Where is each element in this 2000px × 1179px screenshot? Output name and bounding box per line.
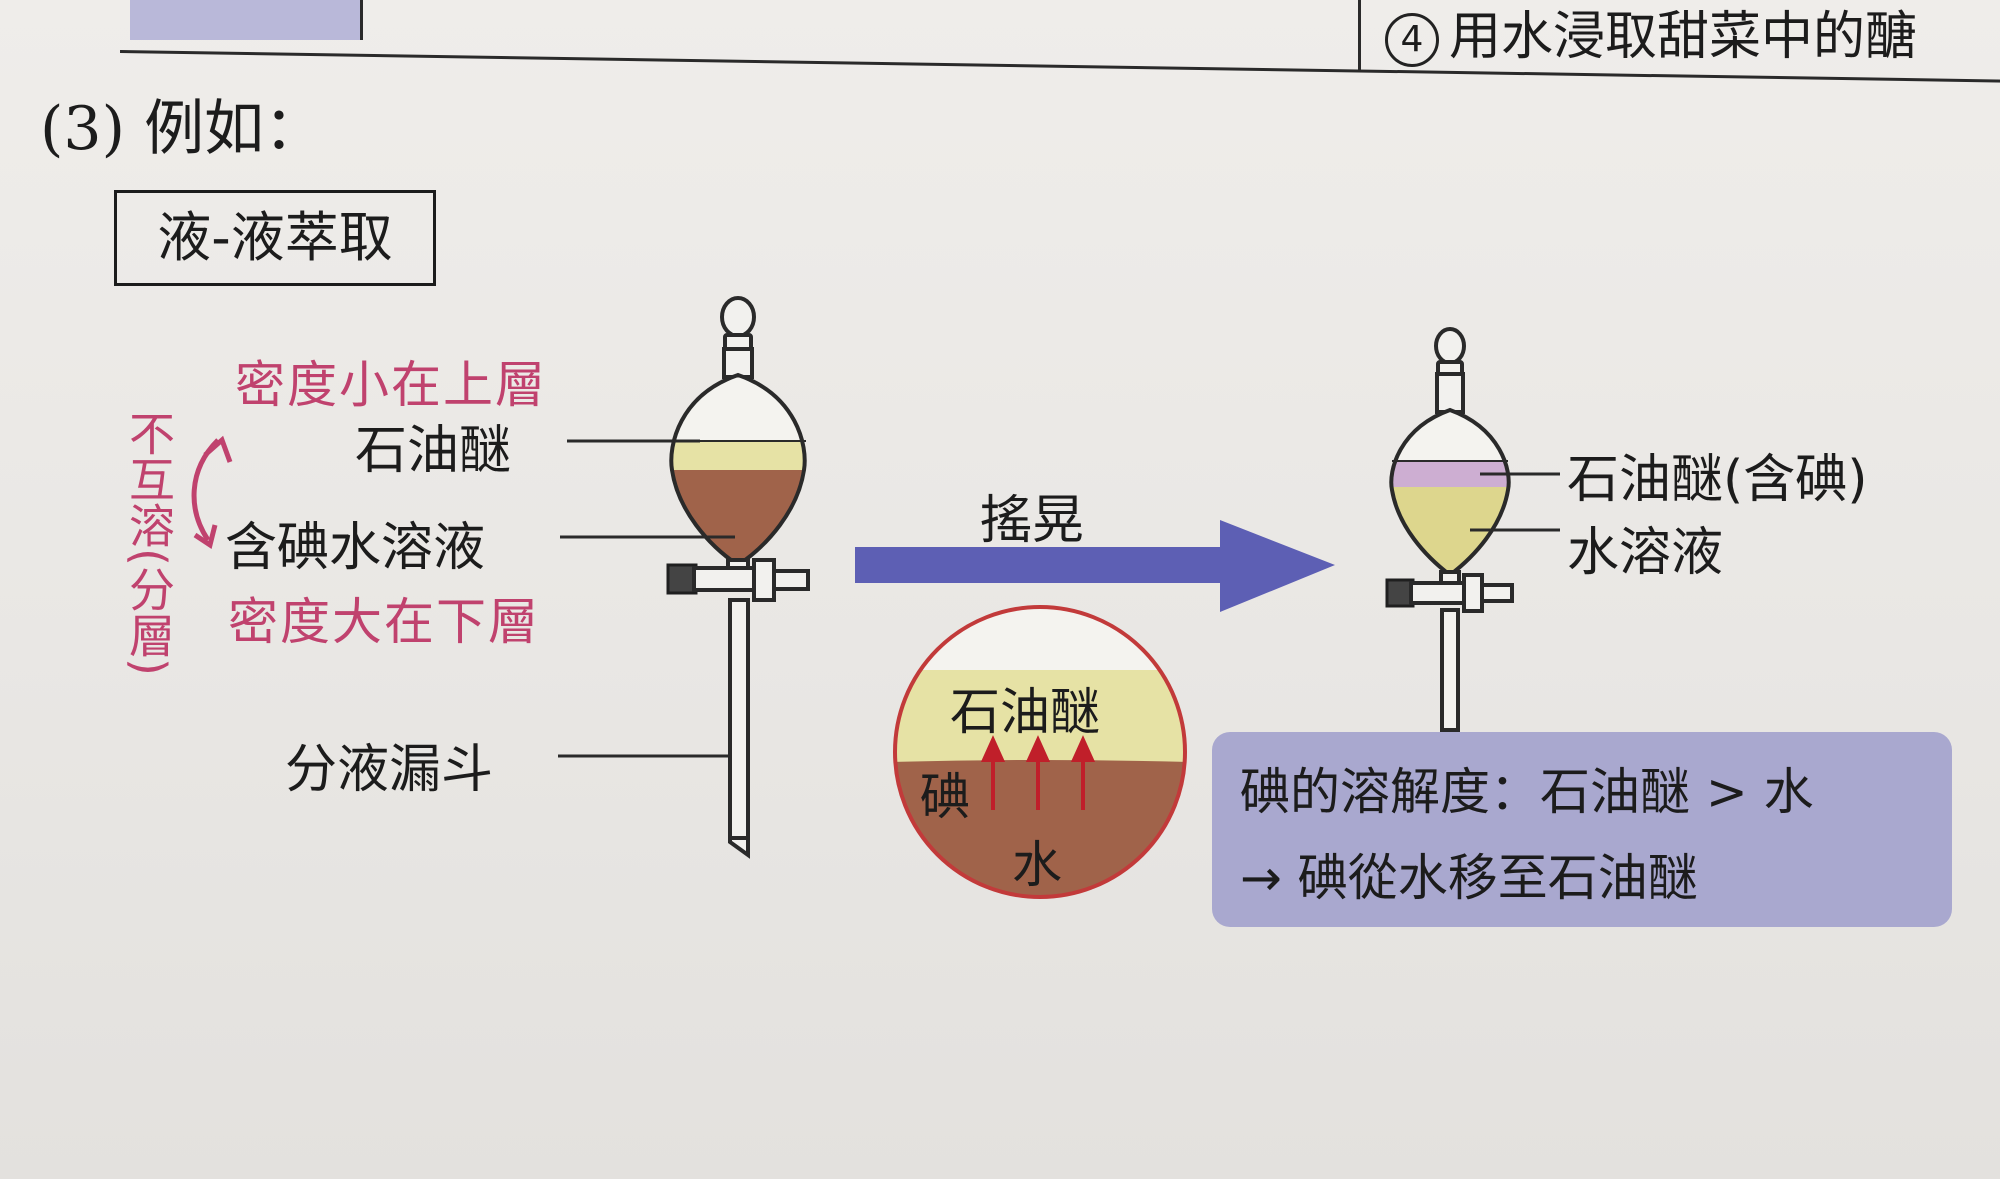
zoom-water-layer <box>895 760 1185 897</box>
stopper-icon <box>720 296 756 338</box>
method-title-box: 液-液萃取 <box>114 190 436 286</box>
handwritten-note-top: 密度小在上層 <box>235 356 547 414</box>
item-number-badge: 4 <box>1385 13 1439 67</box>
process-arrow-icon <box>855 520 1335 612</box>
previous-table-divider <box>1358 0 1361 70</box>
item-text: 用水浸取甜菜中的醣 <box>1449 7 1918 67</box>
zoom-circle <box>893 605 1187 899</box>
info-iodine-migration: → 碘從水移至石油醚 <box>1240 849 1698 907</box>
zoom-label-petroleum-ether: 石油醚 <box>950 683 1100 741</box>
label-separatory-funnel: 分液漏斗 <box>285 740 494 800</box>
iodine-migration-arrows <box>980 735 1096 810</box>
previous-table-swatch <box>130 0 363 40</box>
section-label: (3) 例如： <box>40 94 325 164</box>
solubility-info-box <box>1212 732 1952 927</box>
label-petroleum-ether-with-iodine: 石油醚(含碘) <box>1567 450 1868 510</box>
petroleum-ether-layer <box>671 441 805 470</box>
label-aqueous-solution: 水溶液 <box>1567 523 1724 583</box>
stopper-icon <box>1434 327 1466 365</box>
label-iodine-solution: 含碘水溶液 <box>225 518 486 578</box>
label-petroleum-ether: 石油醚 <box>355 421 512 481</box>
handwritten-note-bottom: 密度大在下層 <box>228 593 540 651</box>
left-separatory-funnel <box>666 296 810 859</box>
label-shake: 搖晃 <box>980 491 1085 551</box>
zoom-label-iodine: 碘 <box>920 768 970 826</box>
handwritten-note-side: 不互溶(分層) <box>122 410 176 676</box>
info-solubility-comparison: 碘的溶解度：石油醚 > 水 <box>1240 763 1814 821</box>
zoom-label-water: 水 <box>1012 836 1062 894</box>
stopcock-handle-icon <box>666 563 698 595</box>
stopcock-handle-icon <box>1385 578 1415 608</box>
